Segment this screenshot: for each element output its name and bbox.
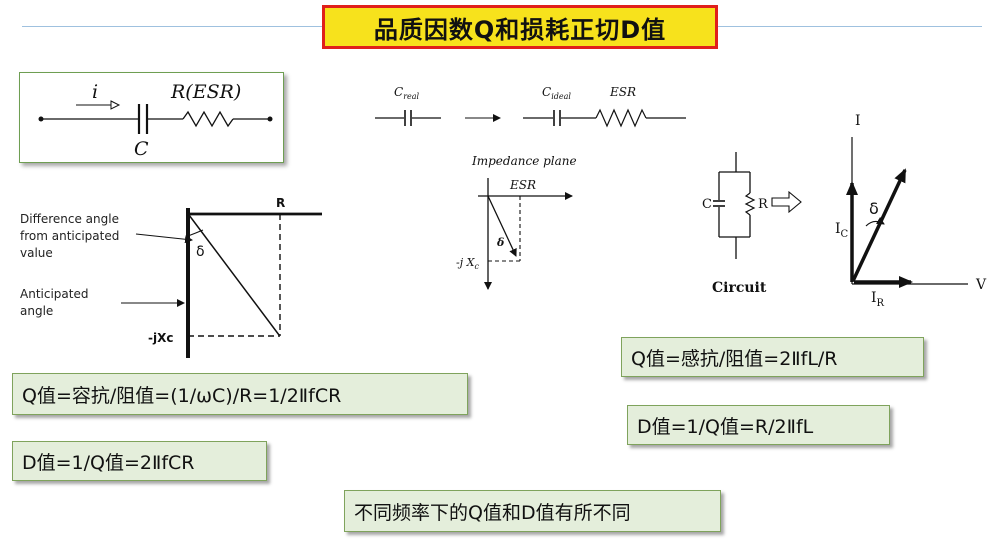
phasor-diagram-right: I V δ IC IR (835, 113, 987, 309)
capacitor-label: C (134, 138, 149, 160)
impedance-jxc-label: -j Xc (456, 256, 479, 271)
ir-label: IR (871, 290, 885, 309)
q-inductive-formula: Q值=感抗/阻值=2ⅡfL/R (621, 337, 924, 377)
difference-angle-label: Difference angle from anticipated value (20, 212, 119, 260)
q-capacitive-formula: Q值=容抗/阻值=(1/ωC)/R=1/2ⅡfCR (12, 373, 468, 415)
current-label: i (92, 81, 98, 103)
esr-circuit-diagram: i R(ESR) C (38, 81, 273, 160)
i-total-vector (851, 168, 907, 282)
impedance-plane: Impedance plane ESR δ -j Xc (456, 154, 577, 290)
difference-angle-pointer (135, 233, 193, 244)
left-delta-label: δ (196, 244, 205, 260)
equivalent-circuit: Creal Cideal ESR (375, 85, 686, 128)
right-delta-label: δ (869, 199, 879, 218)
anticipated-angle-label: Anticipated angle (20, 287, 88, 318)
svg-text:angle: angle (20, 304, 53, 318)
ic-label: IC (835, 221, 849, 240)
right-i-label: I (855, 113, 861, 129)
svg-text:Anticipated: Anticipated (20, 287, 88, 301)
impedance-diagonal (188, 214, 280, 336)
page-title: 品质因数Q和损耗正切D值 (373, 15, 667, 44)
parallel-r-label: R (758, 197, 769, 212)
esr-resistor-label: R(ESR) (170, 81, 241, 103)
header-line-left (22, 26, 322, 27)
impedance-esr-label: ESR (509, 178, 536, 192)
parallel-c-label: C (702, 197, 712, 212)
esr-circuit-box: i R(ESR) C (19, 72, 284, 163)
svg-text:value: value (20, 246, 53, 260)
header-line-right (718, 26, 982, 27)
right-v-label: V (975, 277, 987, 293)
impedance-plane-title: Impedance plane (471, 154, 577, 168)
equivalent-esr-label: ESR (609, 85, 636, 99)
svg-text:Difference angle: Difference angle (20, 212, 119, 226)
phasor-diagram-left: R δ -jXc Difference angle from anticipat… (20, 196, 322, 358)
left-jxc-label: -jXc (148, 331, 173, 345)
impedance-delta-label: δ (496, 236, 504, 249)
parallel-rc-circuit: C R Circuit (702, 152, 802, 296)
d-capacitive-formula: D值=1/Q值=2ⅡfCR (12, 441, 267, 481)
d-inductive-formula: D值=1/Q值=R/2ⅡfL (627, 405, 890, 445)
equivalence-arrow-icon (771, 190, 802, 214)
circuit-caption: Circuit (712, 280, 767, 296)
title-banner: 品质因数Q和损耗正切D值 (322, 5, 718, 49)
c-ideal-label: Cideal (542, 85, 571, 101)
left-r-label: R (276, 196, 285, 210)
impedance-vector (487, 195, 517, 257)
svg-text:from anticipated: from anticipated (20, 229, 119, 243)
frequency-note: 不同频率下的Q值和D值有所不同 (344, 490, 721, 532)
c-real-label: Creal (394, 85, 420, 101)
